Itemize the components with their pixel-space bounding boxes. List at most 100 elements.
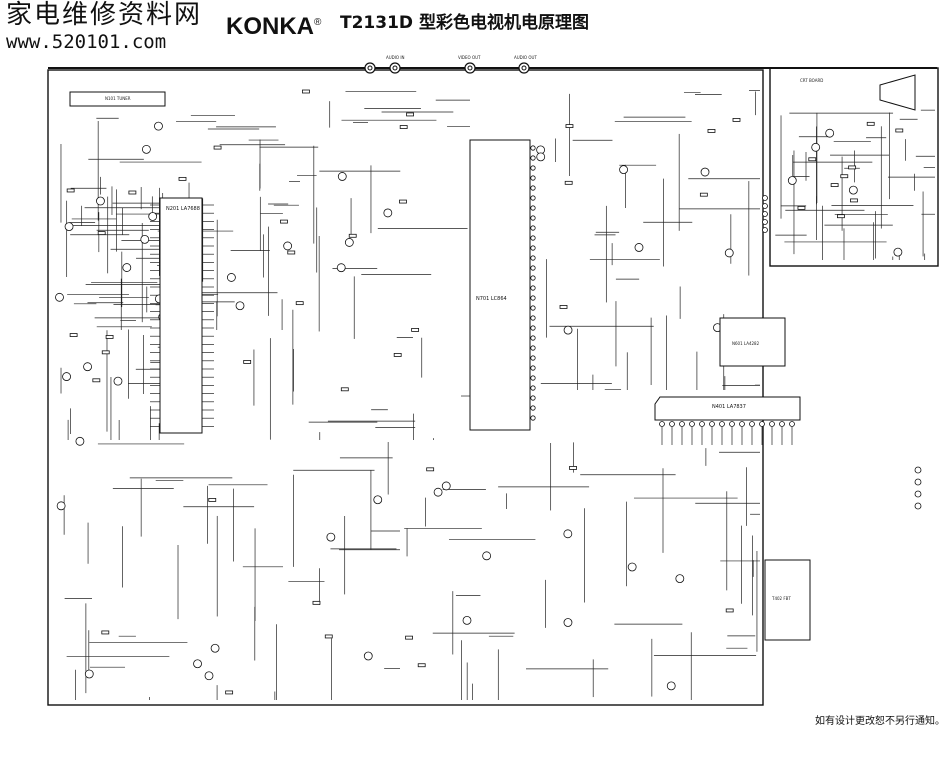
resistor xyxy=(725,608,734,613)
ic-pin xyxy=(530,305,536,311)
tuner: N101 TUNER xyxy=(69,91,166,107)
resistor xyxy=(280,219,288,224)
transistor xyxy=(336,263,346,273)
resistor xyxy=(830,183,839,187)
ic-pin xyxy=(729,421,735,427)
flyback-label: T402 FBT xyxy=(771,596,791,601)
ic-pin xyxy=(530,375,536,381)
field-ic: N401 LA7837 xyxy=(654,396,801,421)
resistor xyxy=(797,205,806,210)
resistor xyxy=(848,165,857,170)
ic-pin xyxy=(749,421,755,427)
brand-logo: KONKA® xyxy=(226,9,321,41)
ic-pin xyxy=(530,255,536,261)
ic-pin xyxy=(530,355,536,361)
ic-pin xyxy=(779,421,785,427)
main-ic-label: N201 LA7688 xyxy=(166,206,200,212)
ic-pin xyxy=(530,415,536,421)
resistor xyxy=(564,180,573,185)
resistor xyxy=(243,360,252,364)
ic-pin xyxy=(530,215,536,221)
resistor xyxy=(213,145,222,150)
resistor xyxy=(101,630,110,635)
ic-pin xyxy=(530,365,536,371)
ic-pin xyxy=(530,315,536,321)
ic-pin xyxy=(530,335,536,341)
footnote: 如有设计更改恕不另行通知。 xyxy=(815,716,945,727)
transistor xyxy=(893,247,903,257)
main-board-frame xyxy=(47,69,764,706)
resistor xyxy=(808,157,817,162)
board-connector-pin xyxy=(762,211,768,217)
resistor xyxy=(393,353,402,357)
flyback-transformer: T402 FBT xyxy=(764,559,811,641)
audio-in-jack: AUDIO IN xyxy=(364,55,405,74)
transistor xyxy=(154,121,163,131)
ic-pin xyxy=(719,421,725,427)
transistor xyxy=(441,481,451,491)
transistor xyxy=(122,263,132,272)
transistor xyxy=(383,208,393,218)
transistor xyxy=(825,128,835,138)
transistor xyxy=(56,501,66,511)
resistor xyxy=(348,233,357,238)
brand-name: KONKA xyxy=(226,13,314,40)
resistor xyxy=(866,121,875,126)
ic-pin xyxy=(769,421,775,427)
transistor xyxy=(226,273,236,282)
resistor xyxy=(302,89,310,94)
transistor xyxy=(627,562,637,572)
transistor xyxy=(113,376,123,386)
resistor xyxy=(340,387,349,392)
audio-ic-label: N601 LA4282 xyxy=(732,341,760,346)
transistor xyxy=(235,301,245,311)
resistor xyxy=(66,188,75,193)
site-url: www.520101.com xyxy=(6,31,167,53)
transistor xyxy=(724,248,734,258)
ic-pin xyxy=(669,421,675,427)
ic-pin xyxy=(530,155,536,161)
ic-pin xyxy=(530,295,536,301)
ic-pin xyxy=(530,195,536,201)
video-out-label: VIDEO OUT xyxy=(458,55,481,60)
resistor xyxy=(69,333,78,337)
resistor xyxy=(559,305,568,309)
transistor xyxy=(96,196,105,206)
resistor xyxy=(840,174,849,179)
transistor xyxy=(210,643,220,653)
transistor xyxy=(700,167,710,177)
audio-out-jack: AUDIO OUT xyxy=(514,55,537,74)
ic-pin xyxy=(530,325,536,331)
resistor xyxy=(707,129,716,133)
resistor xyxy=(92,378,101,383)
resistor xyxy=(399,125,408,129)
ic-pin xyxy=(530,345,536,351)
ic-pin xyxy=(689,421,695,427)
field-ic-label: N401 LA7837 xyxy=(712,404,746,410)
transistor xyxy=(482,551,492,561)
transistor xyxy=(344,238,354,247)
transistor xyxy=(619,165,628,175)
transistor xyxy=(75,436,85,446)
transistor xyxy=(337,172,347,181)
transistor xyxy=(84,669,94,679)
resistor xyxy=(411,328,420,332)
resistor xyxy=(895,128,904,133)
resistor xyxy=(225,690,234,695)
transistor xyxy=(204,671,214,681)
transistor xyxy=(563,325,573,335)
ic-pin xyxy=(530,395,536,401)
transistor xyxy=(326,532,336,542)
transistor xyxy=(563,529,573,539)
tuner-label: N101 TUNER xyxy=(105,96,131,101)
ic-pin xyxy=(530,385,536,391)
resistor xyxy=(324,634,333,639)
registered-mark: ® xyxy=(314,17,322,28)
audio-out-label: AUDIO OUT xyxy=(514,55,537,60)
resistor xyxy=(569,466,577,470)
board-connector-pin xyxy=(914,466,922,474)
transistor xyxy=(83,362,92,372)
resistor xyxy=(837,214,845,219)
transistor xyxy=(666,681,676,691)
